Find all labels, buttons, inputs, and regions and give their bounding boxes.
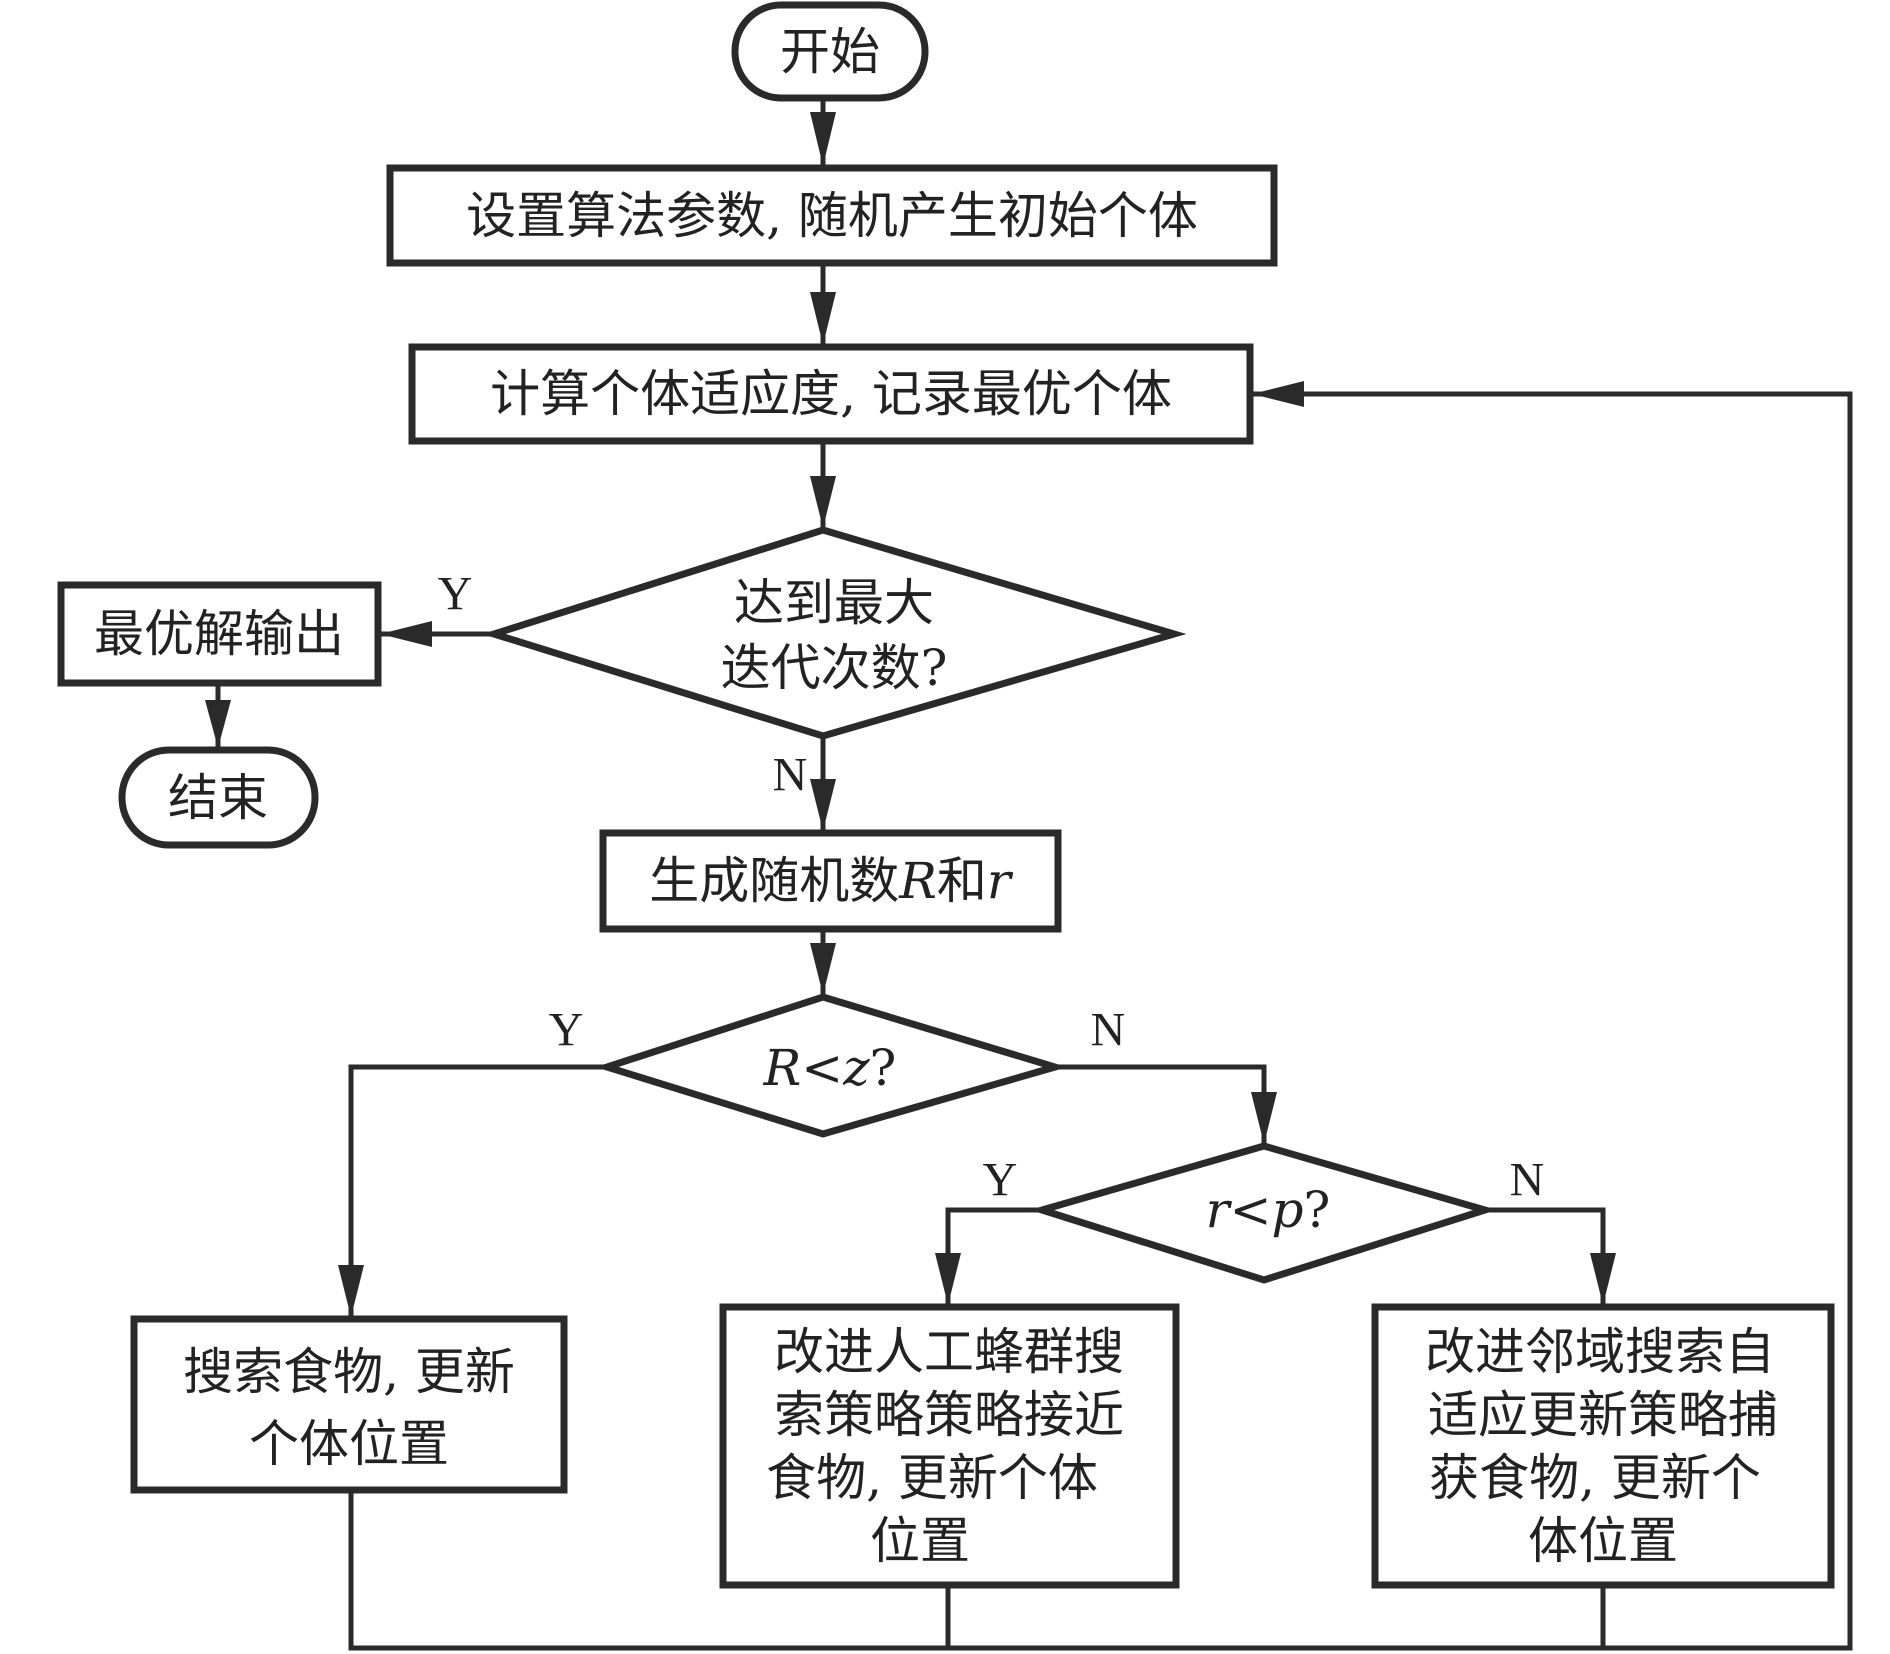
search-food-process: 搜索食物, 更新 个体位置	[130, 1315, 568, 1494]
arrowhead-icon	[810, 943, 836, 995]
cond-r-op: <	[1230, 1181, 1272, 1239]
abc-search-process: 改进人工蜂群搜 索策略策略接近 食物, 更新个体 位置	[719, 1303, 1180, 1589]
neighborhood-process: 改进邻域搜索自 适应更新策略捕 获食物, 更新个 体位置	[1371, 1303, 1835, 1589]
cond-R-var: R	[763, 1039, 802, 1097]
cond-R-z: z	[842, 1039, 870, 1097]
random-R: R	[898, 852, 937, 910]
arrowhead-icon	[380, 621, 432, 647]
cond-r-no-label: N	[1510, 1154, 1545, 1207]
arrowhead-icon	[1252, 381, 1304, 407]
cond-r-var: r	[1206, 1181, 1233, 1239]
start-terminal: 开始	[731, 1, 929, 102]
arrow-condR-yes-to-search	[348, 1064, 607, 1317]
abc-search-line4: 位置	[870, 1512, 970, 1570]
cond-R-q: ?	[870, 1039, 897, 1097]
abc-search-line1: 改进人工蜂群搜	[774, 1323, 1124, 1381]
cond-r-label: r<p?	[1206, 1181, 1331, 1239]
max-iter-yes-label: Y	[438, 568, 473, 621]
arrowhead-icon	[810, 779, 836, 831]
arrowhead-icon	[810, 476, 836, 528]
random-r: r	[987, 852, 1014, 910]
cond-r-p: p	[1271, 1181, 1303, 1239]
init-label: 设置算法参数, 随机产生初始个体	[466, 187, 1198, 245]
search-food-line1: 搜索食物, 更新	[183, 1343, 515, 1401]
neighborhood-line2: 适应更新策略捕	[1428, 1386, 1778, 1444]
output-label: 最优解输出	[94, 605, 344, 663]
cond-R-label: R<z?	[763, 1039, 897, 1097]
fitness-label: 计算个体适应度, 记录最优个体	[490, 365, 1172, 423]
max-iter-label-line2: 迭代次数?	[721, 639, 948, 697]
arrow-condr-no-to-neighborhood	[1485, 1207, 1606, 1305]
max-iter-decision: 达到最大 迭代次数?	[482, 526, 1187, 740]
cond-R-no-label: N	[1091, 1004, 1126, 1057]
neighborhood-line4: 体位置	[1528, 1512, 1678, 1570]
loop-back-line	[348, 391, 1853, 1651]
cond-R-decision: R<z?	[595, 993, 1068, 1138]
abc-search-line3: 食物, 更新个体	[766, 1449, 1098, 1507]
random-label: 生成随机数R和r	[649, 852, 1014, 910]
max-iter-no-label: N	[773, 749, 808, 802]
end-label: 结束	[168, 769, 268, 827]
start-label: 开始	[780, 23, 880, 81]
end-terminal: 结束	[118, 746, 319, 849]
arrowhead-icon	[810, 112, 836, 166]
random-prefix: 生成随机数	[649, 852, 899, 910]
arrowhead-icon	[810, 292, 836, 345]
init-process: 设置算法参数, 随机产生初始个体	[386, 164, 1278, 267]
cond-r-yes-label: Y	[983, 1154, 1018, 1207]
arrow-condr-yes-to-abc	[945, 1207, 1042, 1305]
arrow-condR-no-to-condr	[1055, 1064, 1267, 1144]
cond-R-yes-label: Y	[549, 1004, 584, 1057]
abc-search-line2: 索策略策略接近	[774, 1386, 1124, 1444]
search-food-line2: 个体位置	[249, 1415, 449, 1473]
cond-r-q: ?	[1304, 1181, 1331, 1239]
output-process: 最优解输出	[57, 581, 382, 687]
fitness-process: 计算个体适应度, 记录最优个体	[408, 343, 1254, 445]
cond-r-decision: r<p?	[1029, 1142, 1498, 1284]
connectors	[205, 100, 1853, 1651]
cond-R-op: <	[801, 1039, 843, 1097]
arrowhead-icon	[935, 1253, 961, 1305]
arrowhead-icon	[338, 1265, 364, 1317]
arrowhead-icon	[205, 700, 231, 748]
random-process: 生成随机数R和r	[599, 829, 1062, 933]
arrowhead-icon	[1590, 1253, 1616, 1305]
random-mid: 和	[937, 852, 987, 910]
arrowhead-icon	[1251, 1092, 1277, 1144]
neighborhood-line1: 改进邻域搜索自	[1425, 1323, 1775, 1381]
neighborhood-line3: 获食物, 更新个	[1429, 1449, 1761, 1507]
max-iter-label-line1: 达到最大	[734, 574, 934, 632]
